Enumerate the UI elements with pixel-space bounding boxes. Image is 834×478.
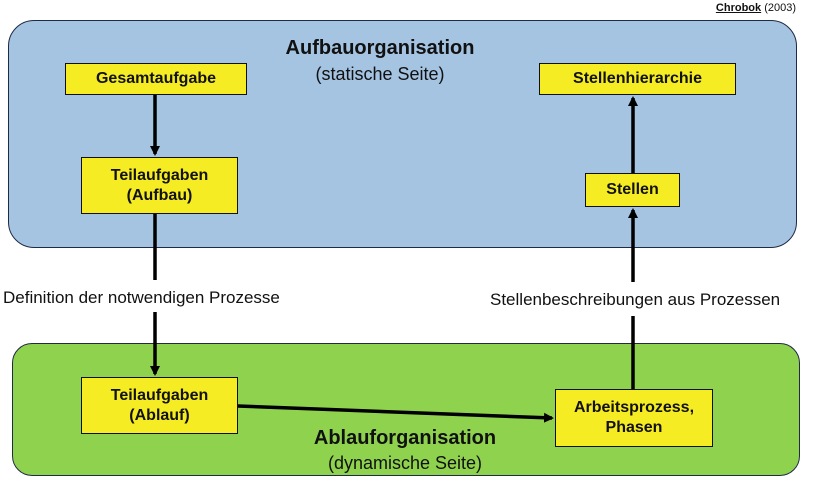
stellenhierarchie-box: Stellenhierarchie bbox=[539, 63, 736, 95]
ablauforganisation-title: Ablauforganisation bbox=[313, 427, 497, 449]
aufbauorganisation-subtitle: (statische Seite) bbox=[315, 64, 445, 84]
arbeitsprozess-line2: Phasen bbox=[605, 419, 663, 436]
aufbauorganisation-title: Aufbauorganisation bbox=[285, 37, 475, 59]
stellenhierarchie-label: Stellenhierarchie bbox=[573, 70, 702, 87]
stellen-label: Stellen bbox=[606, 181, 659, 198]
gesamtaufgabe-label: Gesamtaufgabe bbox=[95, 70, 217, 87]
arrow-teil-ablauf-to-arbeitsprozess bbox=[237, 404, 554, 423]
stellen-box: Stellen bbox=[585, 173, 680, 207]
gesamtaufgabe-box: Gesamtaufgabe bbox=[65, 63, 247, 95]
teilaufgaben-ablauf-line2: (Ablauf) bbox=[129, 406, 190, 424]
teilaufgaben-ablauf-box: Teilaufgaben (Ablauf) bbox=[81, 377, 238, 434]
edge-label-stellenbeschreibungen: Stellenbeschreibungen aus Prozessen bbox=[490, 290, 781, 309]
arbeitsprozess-box: Arbeitsprozess, Phasen bbox=[555, 389, 713, 447]
edge-label-definition: Definition der notwendigen Prozesse bbox=[3, 288, 280, 307]
teilaufgaben-aufbau-line2: (Aufbau) bbox=[126, 186, 193, 204]
teilaufgaben-ablauf-line1: Teilaufgaben bbox=[110, 386, 209, 404]
ablauforganisation-subtitle: (dynamische Seite) bbox=[327, 453, 483, 473]
citation-author: Chrobok bbox=[715, 2, 762, 14]
arbeitsprozess-line1: Arbeitsprozess, bbox=[573, 399, 695, 416]
teilaufgaben-aufbau-box: Teilaufgaben (Aufbau) bbox=[81, 157, 238, 214]
citation: Chrobok (2003) bbox=[716, 2, 796, 14]
teilaufgaben-aufbau-line1: Teilaufgaben bbox=[110, 166, 209, 184]
citation-year: (2003) bbox=[764, 2, 796, 14]
